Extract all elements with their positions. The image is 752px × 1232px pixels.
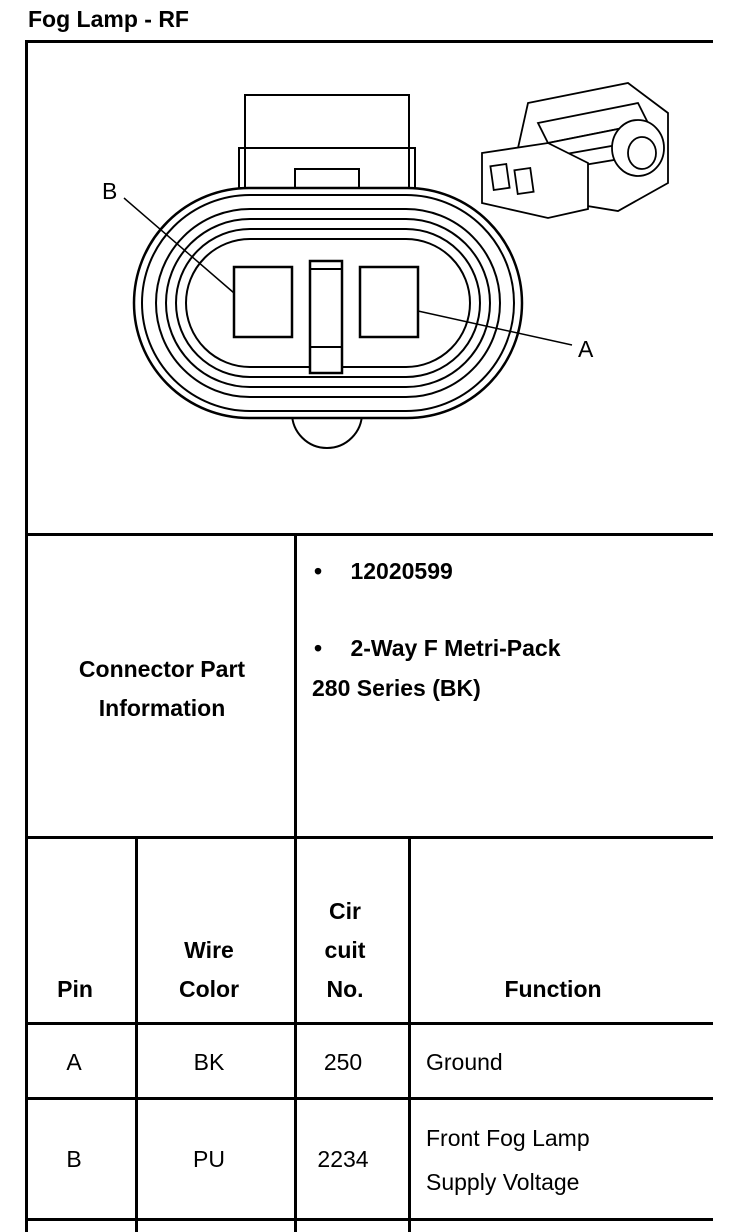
connector-table-frame: [25, 40, 713, 1232]
description-item: • 2-Way F Metri-Pack: [314, 635, 561, 662]
pin-b-callout: B: [102, 178, 118, 204]
divider-row-a: [25, 1097, 713, 1100]
connector-description-line1: 2-Way F Metri-Pack: [350, 635, 561, 661]
part-number: 12020599: [350, 558, 453, 584]
divider-circuit-column: [408, 836, 411, 1232]
row-b-function-line1: Front Fog Lamp: [426, 1125, 590, 1151]
row-b-pin: B: [66, 1146, 82, 1172]
divider-header: [25, 1022, 713, 1025]
connector-face-drawing: [123, 82, 669, 449]
header-function: Function: [504, 976, 602, 1002]
row-a-function: Ground: [426, 1040, 503, 1084]
header-circuit-line1: Cir: [329, 898, 361, 924]
connector-info-label-line1: Connector Part: [78, 656, 246, 682]
header-wire-color-line1: Wire: [184, 937, 234, 963]
row-a-circuit: 250: [323, 1049, 363, 1075]
divider-pin-column: [135, 836, 138, 1232]
header-circuit-number: Cir cuit No.: [297, 892, 393, 1009]
row-b-circuit: 2234: [317, 1146, 369, 1172]
connector-info-label-line2: Information: [98, 695, 226, 721]
part-number-item: • 12020599: [314, 558, 453, 585]
divider-diagram: [25, 533, 713, 536]
page-title: Fog Lamp - RF: [28, 6, 189, 32]
connector-description-line2: 280 Series (BK): [312, 675, 481, 701]
divider-info-column: [294, 533, 297, 1232]
row-b-function: Front Fog Lamp Supply Voltage: [426, 1116, 590, 1204]
header-wire-color: Wire Color: [138, 931, 280, 1009]
pin-a-callout: A: [578, 336, 594, 362]
row-a-function-line1: Ground: [426, 1049, 503, 1075]
row-b-wire-color: PU: [193, 1146, 225, 1172]
row-a-wire-color: BK: [193, 1049, 225, 1075]
header-circuit-line3: No.: [326, 976, 364, 1002]
bullet: •: [314, 635, 323, 661]
bullet: •: [314, 558, 323, 584]
header-pin: Pin: [57, 976, 93, 1002]
header-circuit-line2: cuit: [324, 937, 366, 963]
header-wire-color-line2: Color: [178, 976, 240, 1002]
row-b-function-line2: Supply Voltage: [426, 1169, 580, 1195]
divider-bottom: [25, 1218, 713, 1221]
divider-info: [25, 836, 713, 839]
connector-info-label: Connector Part Information: [28, 650, 296, 728]
row-a-pin: A: [66, 1049, 82, 1075]
connector-diagram: [28, 43, 712, 535]
